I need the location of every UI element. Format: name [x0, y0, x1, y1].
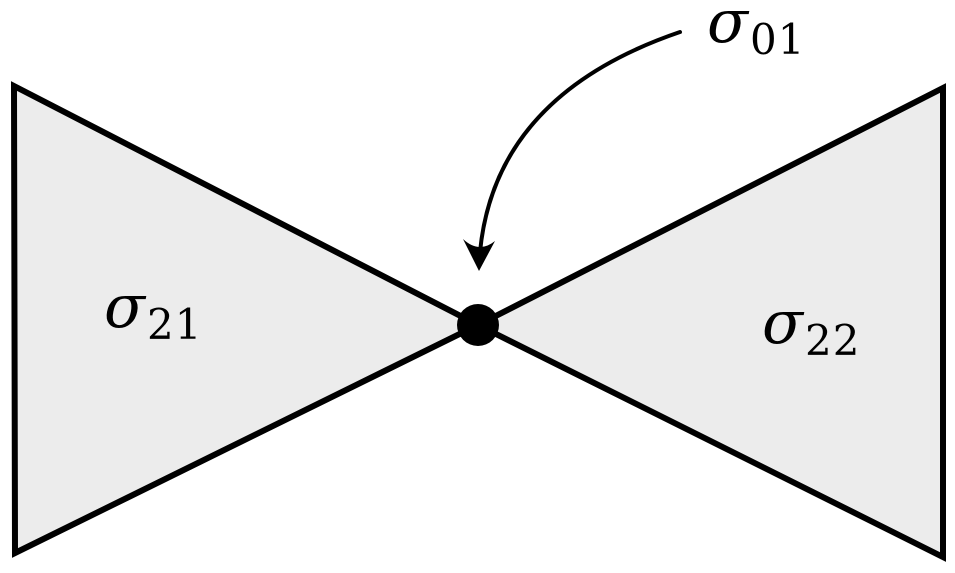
sigma-subscript: 21	[146, 300, 203, 349]
sigma-subscript: 01	[749, 15, 806, 64]
right-triangle	[471, 83, 946, 562]
sigma-symbol: σ	[707, 0, 748, 57]
label-sigma-21: σ 21	[104, 277, 202, 346]
sigma-symbol: σ	[104, 272, 145, 342]
label-sigma-22: σ 22	[762, 293, 860, 362]
vertex-dot	[457, 304, 499, 346]
sigma-subscript: 22	[804, 316, 861, 365]
sigma-symbol: σ	[762, 288, 803, 358]
arrowhead-icon	[463, 239, 495, 271]
left-triangle	[10, 81, 485, 558]
pointer-arrow	[478, 30, 682, 254]
label-sigma-01: σ 01	[707, 0, 805, 61]
